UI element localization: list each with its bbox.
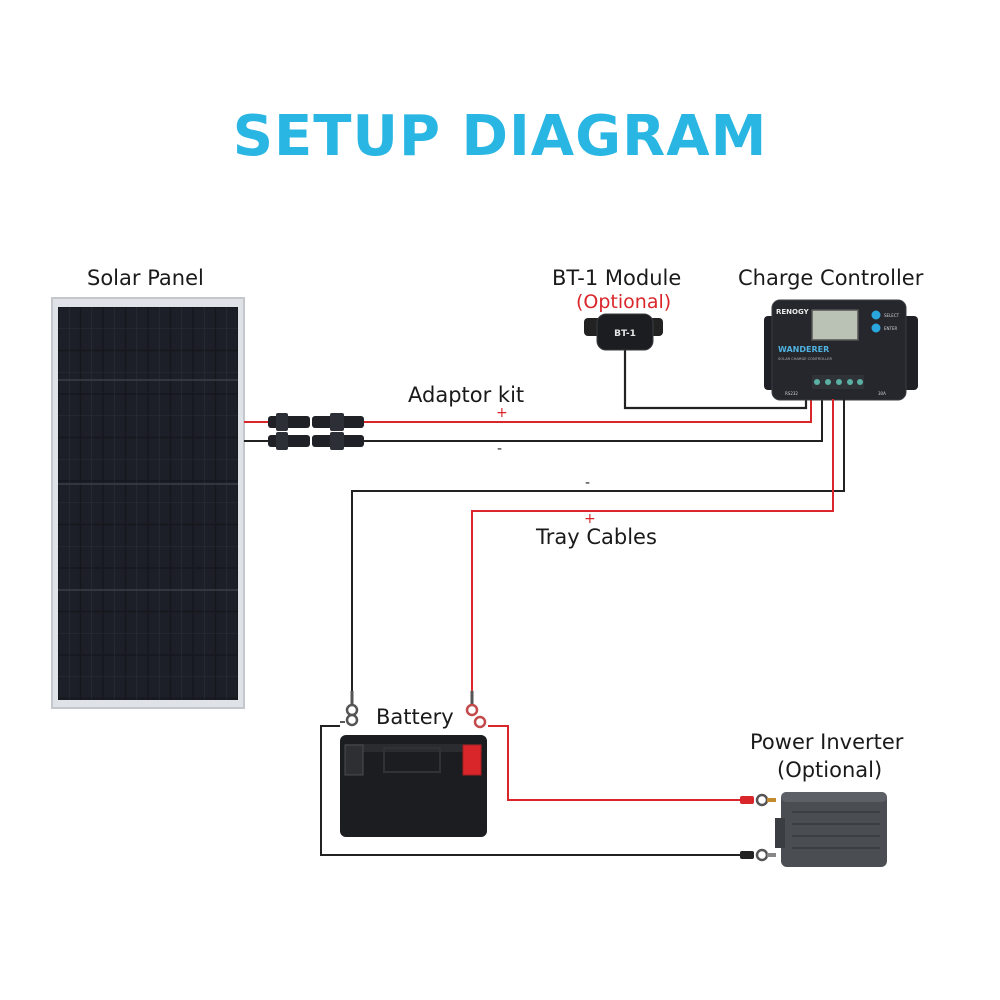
mc4-connectors bbox=[268, 413, 364, 450]
bt1-module: BT-1 bbox=[584, 313, 808, 410]
inverter-wires bbox=[320, 725, 776, 862]
adaptor-kit-positive-sign: + bbox=[496, 405, 508, 421]
select-button-icon bbox=[871, 310, 881, 320]
page-title: SETUP DIAGRAM bbox=[232, 104, 768, 169]
power-inverter-optional-note: (Optional) bbox=[777, 758, 883, 782]
tray-cables-positive-sign: + bbox=[584, 511, 596, 527]
svg-text:SOLAR CHARGE CONTROLLER: SOLAR CHARGE CONTROLLER bbox=[778, 357, 832, 361]
adaptor-kit-wires bbox=[244, 399, 823, 442]
battery bbox=[340, 735, 487, 837]
charge-controller: SELECT ENTER RENOGY WANDERER SOLAR CHARG… bbox=[764, 299, 918, 401]
adaptor-kit-negative-sign: - bbox=[497, 441, 503, 457]
solar-panel bbox=[51, 297, 245, 709]
battery-terminals bbox=[340, 691, 487, 729]
controller-brand: RENOGY bbox=[776, 308, 810, 316]
bt1-optional-note: (Optional) bbox=[576, 291, 672, 313]
charge-controller-label: Charge Controller bbox=[738, 266, 924, 290]
enter-button-icon bbox=[871, 323, 881, 333]
svg-text:SELECT: SELECT bbox=[884, 313, 900, 318]
battery-label: Battery bbox=[376, 705, 454, 729]
bt1-module-label: BT-1 Module bbox=[552, 266, 682, 290]
controller-model: WANDERER bbox=[778, 345, 829, 354]
svg-text:RS232: RS232 bbox=[785, 391, 798, 396]
solar-panel-label: Solar Panel bbox=[87, 266, 204, 290]
bt1-device-text: BT-1 bbox=[614, 329, 636, 339]
svg-text:ENTER: ENTER bbox=[884, 326, 897, 331]
power-inverter-label: Power Inverter bbox=[750, 730, 904, 754]
adaptor-kit-label: Adaptor kit bbox=[408, 383, 525, 407]
power-inverter bbox=[775, 792, 887, 867]
controller-lcd bbox=[811, 309, 859, 341]
svg-text:30A: 30A bbox=[878, 391, 886, 396]
tray-cables-label: Tray Cables bbox=[536, 525, 657, 549]
tray-cables-negative-sign: - bbox=[585, 475, 591, 491]
tray-cable-wires bbox=[351, 399, 845, 691]
